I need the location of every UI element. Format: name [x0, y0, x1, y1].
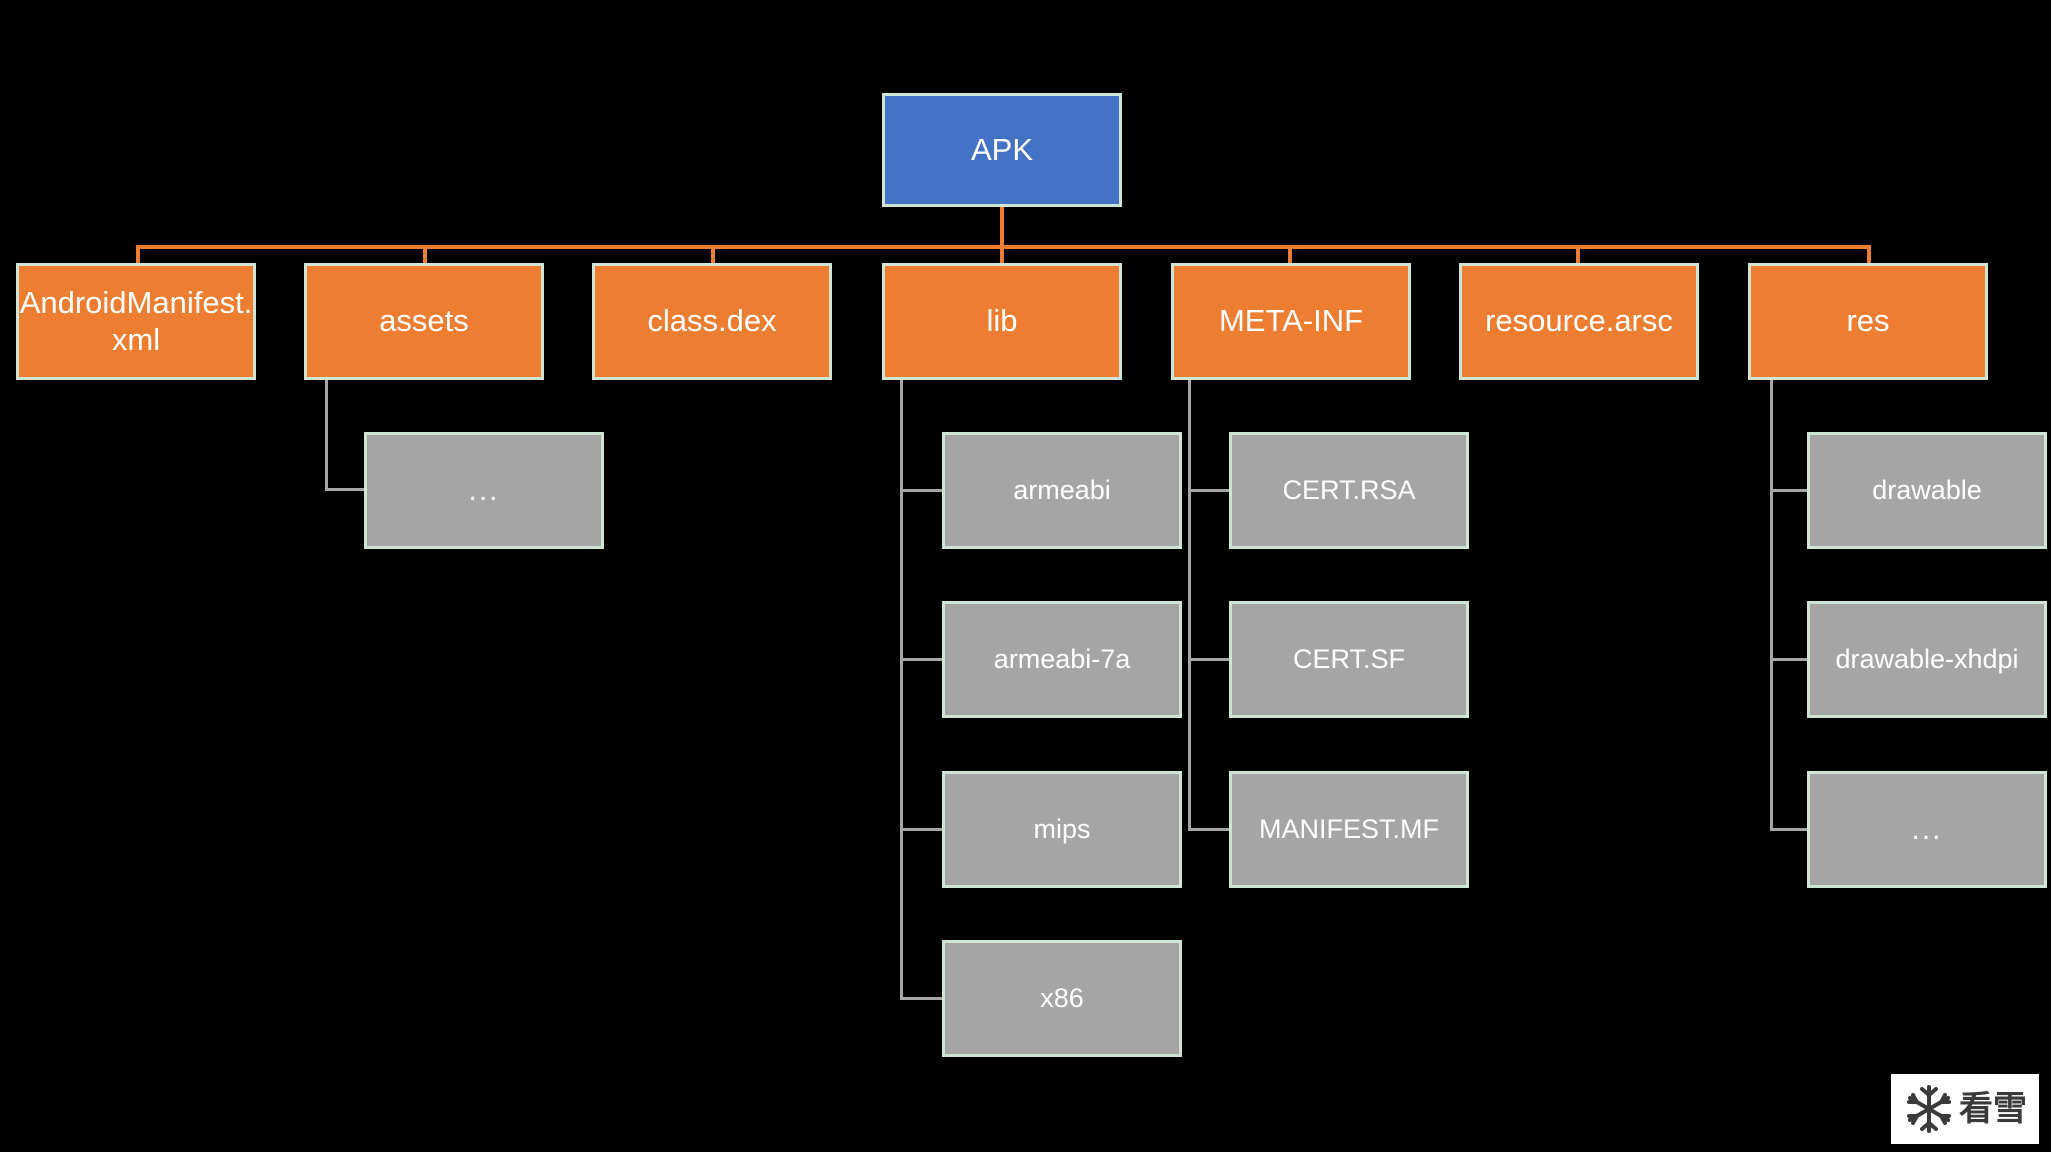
- node-mips[interactable]: mips: [942, 771, 1182, 888]
- connector-lib-vertical: [900, 378, 903, 1000]
- node-mips-label: mips: [1033, 813, 1091, 844]
- node-drawable[interactable]: drawable: [1807, 432, 2047, 549]
- connector-drop-classdex: [711, 245, 715, 270]
- node-armeabi-label: armeabi: [1013, 474, 1111, 505]
- node-cert-rsa[interactable]: CERT.RSA: [1229, 432, 1469, 549]
- node-apk[interactable]: APK: [882, 93, 1122, 207]
- node-x86-label: x86: [1040, 982, 1084, 1013]
- connector-res-vertical: [1770, 378, 1773, 830]
- node-assets-ellipsis-label: ...: [468, 473, 500, 507]
- node-res-ellipsis[interactable]: ...: [1807, 771, 2047, 888]
- connector-drop-lib: [1000, 245, 1004, 270]
- node-armeabi[interactable]: armeabi: [942, 432, 1182, 549]
- node-res-ellipsis-label: ...: [1911, 812, 1943, 846]
- node-cert-sf-label: CERT.SF: [1292, 643, 1406, 674]
- connector-lib-to-x86: [900, 997, 942, 1000]
- node-class-dex[interactable]: class.dex: [592, 263, 832, 380]
- connector-assets-to-ellipsis: [325, 488, 364, 491]
- node-x86[interactable]: x86: [942, 940, 1182, 1057]
- watermark: 看雪: [1891, 1074, 2039, 1144]
- connector-res-to-ellipsis: [1770, 828, 1807, 831]
- connector-lib-to-armeabi: [900, 489, 942, 492]
- node-cert-sf[interactable]: CERT.SF: [1229, 601, 1469, 718]
- node-res[interactable]: res: [1748, 263, 1988, 380]
- connector-res-to-drawablexhdpi: [1770, 658, 1807, 661]
- node-lib-label: lib: [986, 303, 1018, 339]
- connector-drop-res: [1867, 245, 1871, 270]
- connector-metainf-vertical: [1188, 378, 1191, 830]
- node-assets[interactable]: assets: [304, 263, 544, 380]
- node-manifest-mf[interactable]: MANIFEST.MF: [1229, 771, 1469, 888]
- node-androidmanifest-xml[interactable]: AndroidManifest. xml: [16, 263, 256, 380]
- node-meta-inf-label: META-INF: [1218, 303, 1364, 339]
- node-assets-label: assets: [379, 303, 469, 339]
- node-class-dex-label: class.dex: [647, 303, 777, 339]
- connector-drop-resourcearsc: [1576, 245, 1580, 270]
- connector-root-stem: [1000, 207, 1004, 247]
- node-androidmanifest-xml-label: AndroidManifest. xml: [19, 284, 253, 357]
- connector-res-to-drawable: [1770, 489, 1807, 492]
- node-resource-arsc-label: resource.arsc: [1485, 303, 1673, 339]
- node-drawable-xhdpi-label: drawable-xhdpi: [1835, 643, 2019, 674]
- connector-drop-assets: [423, 245, 427, 270]
- node-cert-rsa-label: CERT.RSA: [1282, 474, 1416, 505]
- connector-lib-to-armeabi7a: [900, 658, 942, 661]
- connector-assets-vertical: [325, 378, 328, 491]
- connector-metainf-to-certrsa: [1188, 489, 1229, 492]
- node-res-label: res: [1846, 303, 1890, 339]
- node-resource-arsc[interactable]: resource.arsc: [1459, 263, 1699, 380]
- connector-lib-to-mips: [900, 828, 942, 831]
- snowflake-icon: [1903, 1083, 1955, 1135]
- connector-drop-androidmanifest: [136, 245, 140, 270]
- connector-metainf-to-manifestmf: [1188, 828, 1229, 831]
- node-drawable-xhdpi[interactable]: drawable-xhdpi: [1807, 601, 2047, 718]
- connector-metainf-to-certsf: [1188, 658, 1229, 661]
- node-apk-label: APK: [970, 131, 1034, 167]
- node-assets-ellipsis[interactable]: ...: [364, 432, 604, 549]
- node-manifest-mf-label: MANIFEST.MF: [1259, 813, 1439, 844]
- watermark-text: 看雪: [1959, 1089, 2027, 1129]
- node-meta-inf[interactable]: META-INF: [1171, 263, 1411, 380]
- node-armeabi-7a[interactable]: armeabi-7a: [942, 601, 1182, 718]
- node-drawable-label: drawable: [1872, 474, 1982, 505]
- connector-drop-metainf: [1288, 245, 1292, 270]
- node-armeabi-7a-label: armeabi-7a: [993, 643, 1131, 674]
- node-lib[interactable]: lib: [882, 263, 1122, 380]
